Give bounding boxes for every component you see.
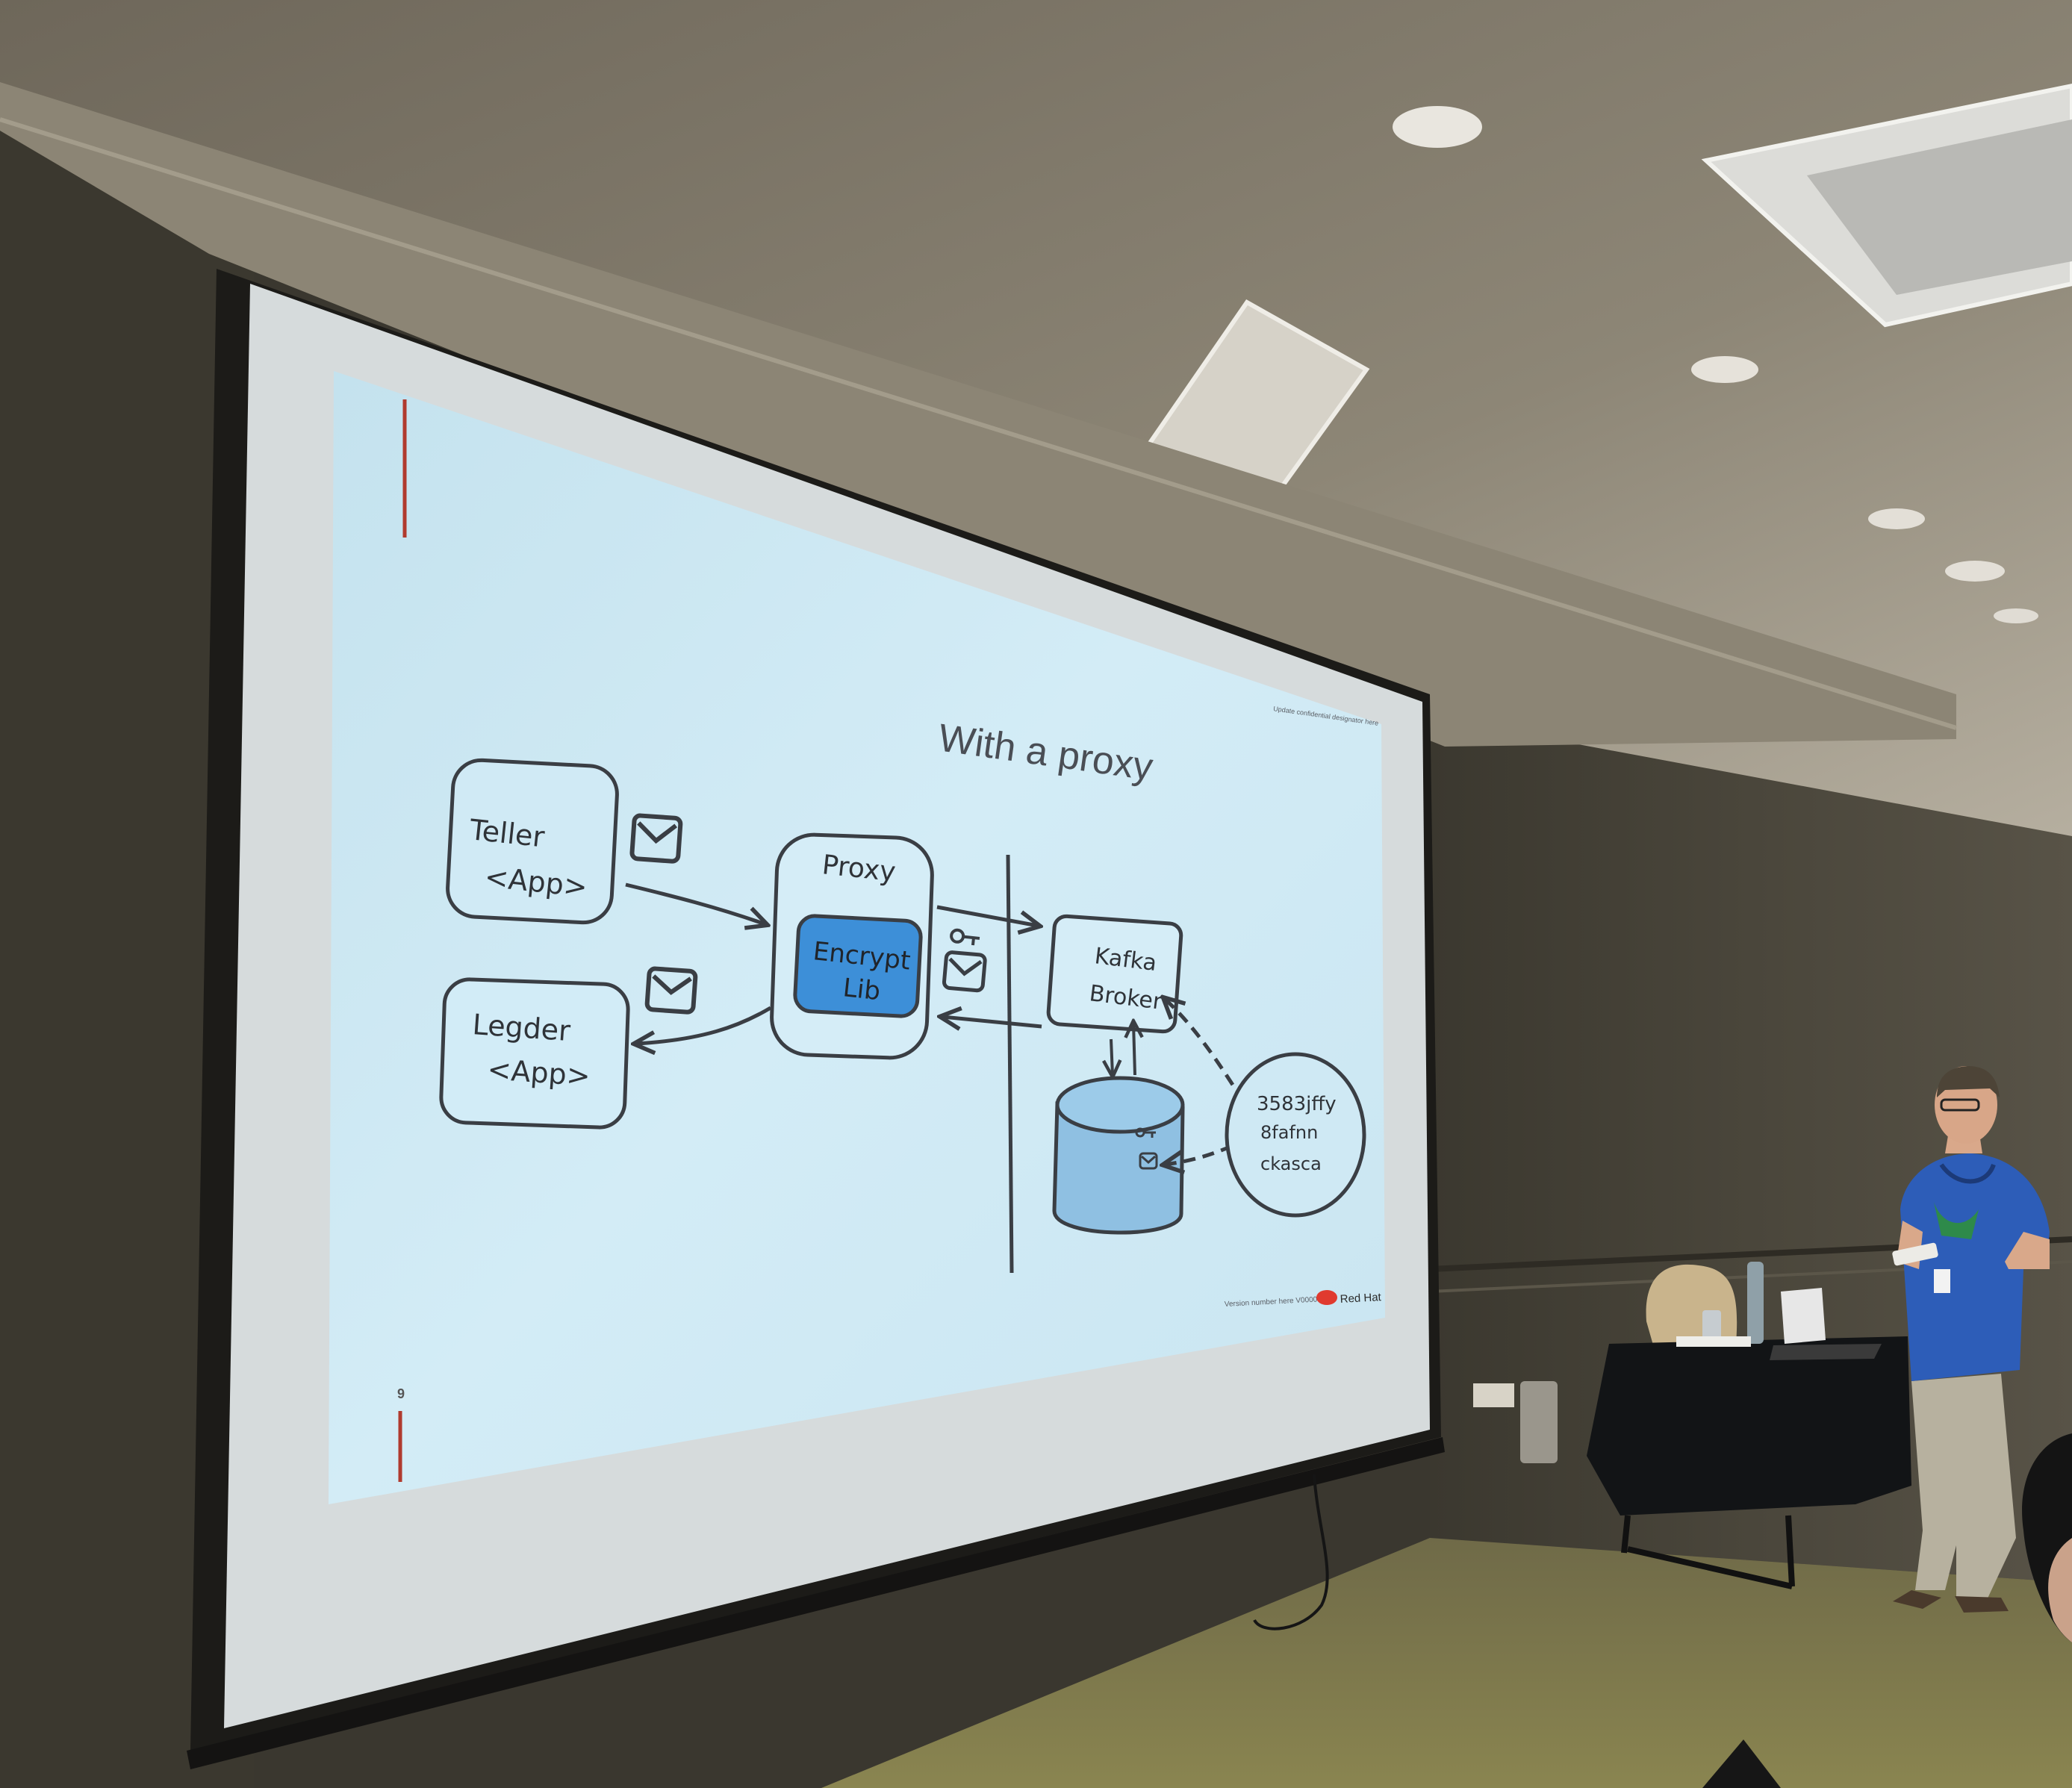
envelope-icon	[1139, 1152, 1158, 1170]
arrow-storage-to-broker	[1133, 1023, 1135, 1076]
glass	[1702, 1310, 1721, 1344]
slide-content: With a proxy Update confidential designa…	[397, 399, 1382, 1482]
screen-bottom-bar	[187, 1437, 1445, 1769]
screen-pelmet	[0, 82, 1956, 747]
presenter	[1892, 1066, 2050, 1613]
envelope-icon	[629, 813, 683, 864]
slide-page-number: 9	[397, 1386, 405, 1401]
key-icon	[1135, 1127, 1156, 1138]
ceiling-light	[1945, 561, 2005, 582]
water-bottle	[1747, 1262, 1764, 1344]
wall-socket	[1520, 1381, 1558, 1463]
dashed-arrow-to-broker	[1165, 999, 1245, 1103]
dashed-arrow-to-storage	[1165, 1144, 1233, 1165]
storage-cylinder	[1052, 1076, 1185, 1235]
arrow-proxy-to-broker	[936, 905, 1038, 926]
red-hat-logo: Red Hat	[1316, 1290, 1382, 1306]
network-boundary-line	[1006, 854, 1014, 1274]
audience-member	[2022, 1433, 2072, 1642]
ceiling-light	[1994, 608, 2038, 623]
wall-socket	[1473, 1383, 1514, 1407]
laptop	[1770, 1288, 1882, 1360]
key-icon	[950, 928, 980, 946]
ciphertext-line-3: ckasca	[1260, 1153, 1322, 1174]
ledger-app-box	[439, 977, 630, 1130]
presenter-table	[1587, 1336, 1911, 1589]
kafka-broker-box	[1046, 914, 1183, 1034]
ciphertext-line-1: 3583jffy	[1257, 1093, 1337, 1115]
lib-label: Lib	[841, 973, 882, 1006]
arrow-broker-to-proxy	[942, 1017, 1042, 1027]
arrow-teller-to-proxy	[625, 882, 765, 924]
carpet-floor	[821, 1538, 2072, 1788]
screen-cable	[1253, 1474, 1329, 1630]
ciphertext-bubble	[1225, 1052, 1366, 1218]
arrow-proxy-to-ledger	[636, 1006, 772, 1044]
chair	[1646, 1264, 1737, 1348]
laptop-corner	[1702, 1739, 1781, 1788]
left-wall	[0, 112, 254, 1788]
ciphertext-line-2: 8fafnn	[1260, 1122, 1318, 1143]
arrow-broker-to-storage	[1111, 1038, 1113, 1075]
ceiling-light	[1691, 356, 1758, 383]
brand-label: Red Hat	[1340, 1291, 1382, 1306]
envelope-icon	[942, 950, 987, 993]
teller-app-box	[446, 758, 619, 925]
teller-label: Teller	[467, 813, 547, 853]
ceiling-light	[1393, 106, 1482, 148]
papers	[1676, 1336, 1751, 1347]
ceiling-light	[1868, 508, 1925, 529]
ledger-label: Legder	[471, 1008, 571, 1047]
envelope-icon	[644, 966, 698, 1015]
encrypt-lib-box	[793, 914, 923, 1018]
ledger-app-label: <App>	[486, 1053, 591, 1093]
